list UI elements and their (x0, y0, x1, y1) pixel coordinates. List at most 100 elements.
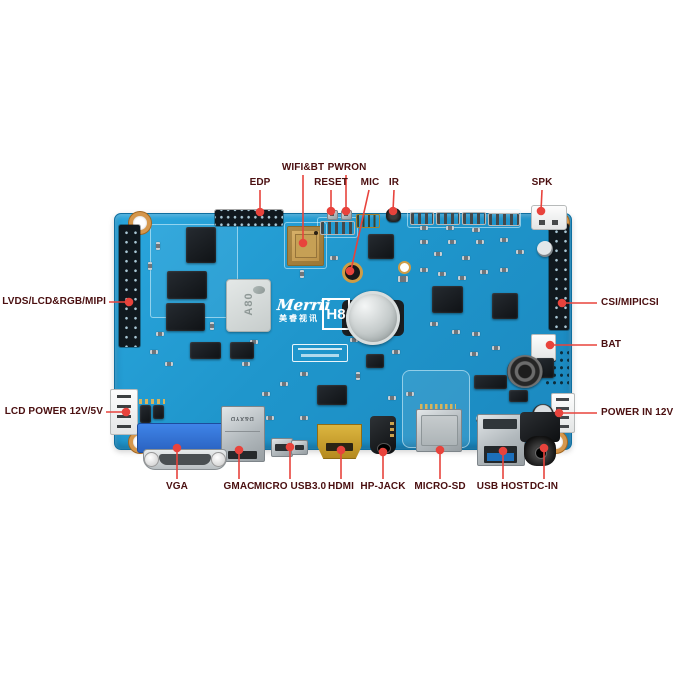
callout-hp-jack: HP-JACK (360, 481, 406, 492)
microphone (342, 262, 363, 283)
reset-button (327, 210, 338, 220)
passive-component (406, 392, 414, 396)
io-header (410, 212, 434, 225)
passive-component (492, 346, 500, 350)
connector-slots (117, 395, 131, 429)
gold-test-point (398, 261, 411, 274)
passive-component (350, 338, 358, 342)
codec-chip (368, 234, 394, 259)
jumper-pins (139, 399, 165, 404)
callout-vga: VGA (166, 481, 188, 492)
silk-info-box (292, 344, 348, 362)
callout-ir: IR (388, 177, 400, 188)
callout-usb-host: USB HOST (476, 481, 530, 492)
callout-lcd-power: LCD POWER 12V/5V (4, 406, 103, 417)
passive-component (398, 276, 408, 282)
passive-component (500, 238, 508, 242)
passive-component (262, 392, 270, 396)
micro-usb3-port (271, 438, 293, 457)
hdmi-port (317, 424, 362, 459)
rj45-ethernet-port: D&XYD (221, 406, 265, 462)
spk-connector (531, 205, 567, 230)
passive-component (438, 272, 446, 276)
passive-component (476, 240, 484, 244)
callout-reset: RESET (314, 177, 348, 188)
passive-component (500, 268, 508, 272)
sd-pins (420, 404, 456, 410)
flash-chip (190, 342, 221, 359)
passive-component (156, 242, 160, 250)
pmic-chip (317, 385, 347, 405)
capacitor (537, 241, 553, 257)
vga-shell (143, 449, 227, 470)
wifi-bt-module (287, 226, 324, 266)
passive-component (462, 256, 470, 260)
ram-chip (166, 303, 205, 331)
toroid-inductor (507, 355, 543, 388)
ic-chip (492, 293, 518, 319)
passive-component (420, 226, 428, 230)
callout-dc-in: DC-IN (529, 481, 559, 492)
pwron-button (341, 210, 352, 220)
passive-component (472, 332, 480, 336)
passive-component (250, 340, 258, 344)
ethernet-marking: D&XYD (230, 415, 254, 421)
usb-host-port (477, 414, 525, 466)
usb-tongue (487, 453, 514, 461)
passive-component (300, 416, 308, 420)
vga-screw-post (211, 452, 226, 467)
callout-power-in: POWER IN 12V (601, 407, 674, 418)
ic-chip (366, 354, 384, 368)
callout-lvds: LVDS/LCD&RGB/MIPI (2, 296, 106, 307)
callout-wifi-bt: WIFI&BT (281, 162, 325, 173)
passive-component (434, 252, 442, 256)
wifi-shield (295, 234, 317, 258)
passive-component (430, 322, 438, 326)
passive-component (356, 372, 360, 380)
passive-component (148, 262, 152, 270)
micro-sd-slot (416, 409, 462, 452)
callout-csi: CSI/MIPICSI (601, 297, 659, 308)
passive-component (452, 330, 460, 334)
callout-mic: MIC (360, 177, 380, 188)
passive-component (388, 396, 396, 400)
silk-box (407, 209, 521, 228)
micro-usb3-port-b (291, 440, 308, 455)
passive-component (420, 268, 428, 272)
passive-component (266, 416, 274, 420)
io-header (488, 213, 520, 226)
passive-component (210, 322, 214, 330)
passive-component (392, 350, 400, 354)
gold-header (356, 214, 380, 228)
callout-pwron: PWRON (327, 162, 367, 173)
callout-micro-sd: MICRO-SD (414, 481, 466, 492)
passive-component (516, 250, 524, 254)
ic-chip (432, 286, 463, 313)
callout-micro-usb3: MICRO USB3.0 (253, 481, 327, 492)
passive-component (420, 240, 428, 244)
callout-bat: BAT (601, 339, 622, 350)
passive-component (300, 270, 304, 278)
vga-screw-post (144, 452, 159, 467)
coin-battery (346, 291, 400, 345)
edp-header (215, 210, 283, 226)
ram-chip (167, 271, 207, 299)
csi-header (549, 224, 569, 330)
ir-receiver (386, 208, 401, 222)
callout-hdmi: HDMI (328, 481, 354, 492)
passive-component (150, 350, 158, 354)
allwinner-logo-mark (253, 286, 265, 294)
memory-chip (474, 375, 507, 389)
soic-chip (509, 390, 528, 402)
wifi-pin1-dot (314, 231, 318, 235)
jumper-block (153, 405, 164, 419)
passive-component (242, 362, 250, 366)
passive-component (480, 270, 488, 274)
passive-component (300, 372, 308, 376)
passive-component (448, 240, 456, 244)
passive-component (330, 256, 338, 260)
passive-component (165, 362, 173, 366)
jumper-block (140, 405, 151, 423)
dc-in-barrel (524, 436, 556, 466)
